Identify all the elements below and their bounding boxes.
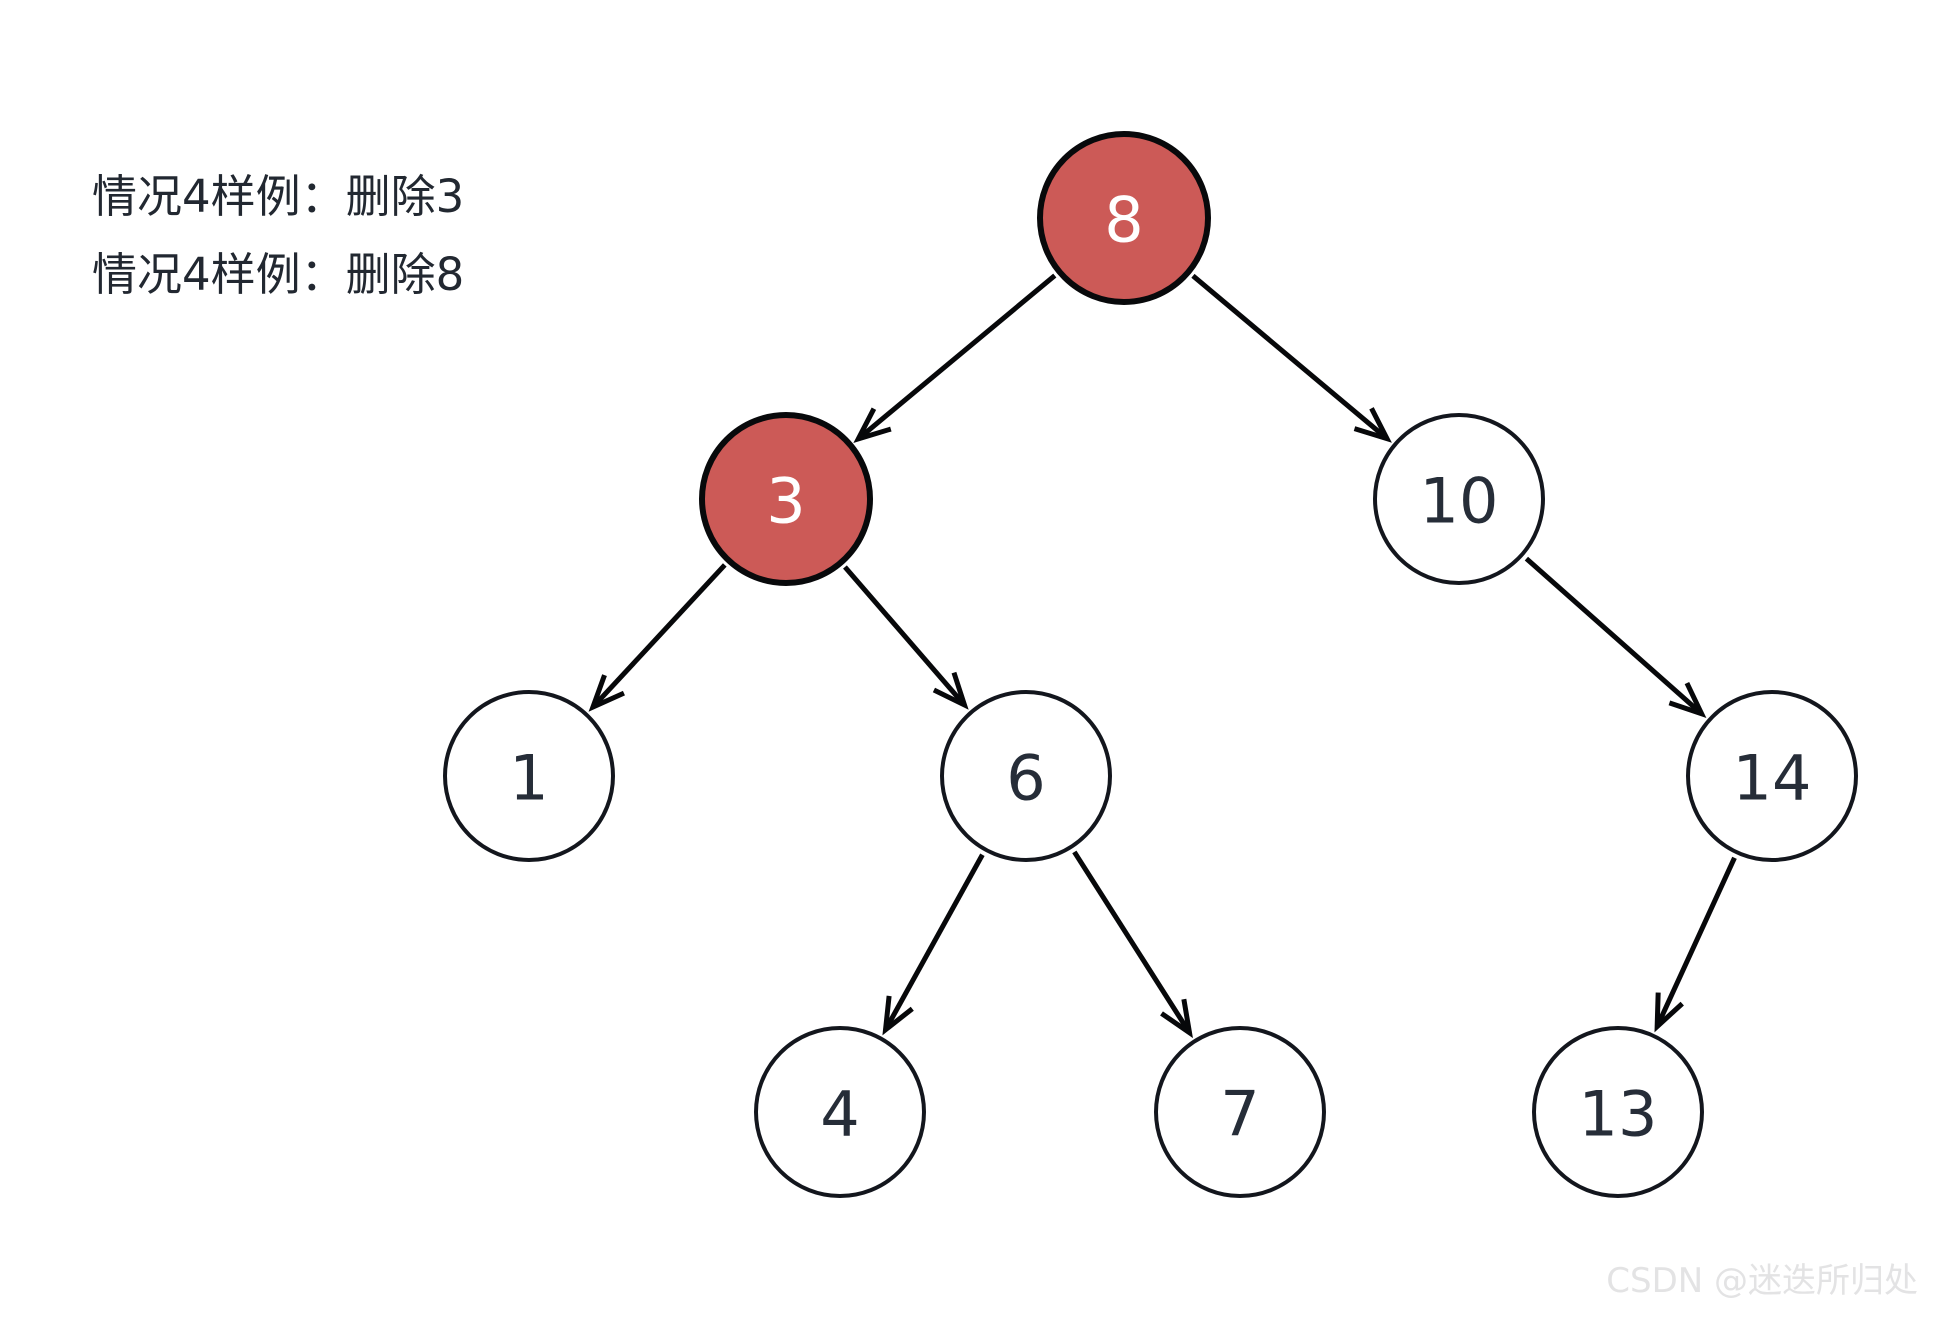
tree-node-13[interactable]: 13 <box>1532 1026 1704 1198</box>
node-label: 8 <box>1104 184 1143 257</box>
csdn-watermark: CSDN @迷迭所归处 <box>1606 1261 1918 1301</box>
arrowhead-icon <box>588 674 625 712</box>
tree-edge-10-to-14 <box>1524 556 1707 718</box>
tree-edge-6-to-7 <box>1072 850 1193 1039</box>
arrowhead-icon <box>853 407 892 444</box>
arrowhead-icon <box>1353 407 1392 443</box>
tree-node-7[interactable]: 7 <box>1154 1026 1326 1198</box>
node-circle <box>1686 690 1858 862</box>
tree-edge-6-to-4 <box>882 853 985 1036</box>
tree-node-6[interactable]: 6 <box>940 690 1112 862</box>
arrowhead-icon <box>882 995 914 1036</box>
node-label: 6 <box>1006 742 1045 815</box>
node-label: 1 <box>509 742 548 815</box>
tree-node-14[interactable]: 14 <box>1686 690 1858 862</box>
arrowhead-icon <box>932 671 969 710</box>
tree-node-3[interactable]: 3 <box>699 412 873 586</box>
node-circle <box>1154 1026 1326 1198</box>
node-label: 10 <box>1420 465 1499 538</box>
node-circle <box>1373 413 1545 585</box>
tree-edge-3-to-6 <box>843 565 969 710</box>
arrowhead-icon <box>1668 681 1707 718</box>
node-label: 14 <box>1733 742 1812 815</box>
edge-layer <box>588 273 1737 1039</box>
tree-edge-14-to-13 <box>1654 856 1737 1033</box>
node-label: 4 <box>820 1078 859 1151</box>
caption-block: 情况4样例：删除3 情况4样例：删除8 <box>92 158 464 314</box>
node-circle <box>1532 1026 1704 1198</box>
node-circle <box>1037 131 1211 305</box>
arrowhead-icon <box>1654 992 1684 1033</box>
node-circle <box>754 1026 926 1198</box>
tree-node-1[interactable]: 1 <box>443 690 615 862</box>
arrowhead-icon <box>1160 998 1193 1039</box>
node-layer: 8 3 10 1 6 14 4 7 13 <box>443 131 1858 1198</box>
node-circle <box>443 690 615 862</box>
tree-node-4[interactable]: 4 <box>754 1026 926 1198</box>
node-label: 7 <box>1220 1078 1259 1151</box>
node-circle <box>699 412 873 586</box>
node-label: 3 <box>766 465 805 538</box>
tree-edge-8-to-3 <box>853 273 1057 444</box>
caption-line-1: 情况4样例：删除3 <box>92 170 465 223</box>
tree-edge-3-to-1 <box>588 563 727 712</box>
tree-node-8[interactable]: 8 <box>1037 131 1211 305</box>
tree-node-10[interactable]: 10 <box>1373 413 1545 585</box>
caption-line-2: 情况4样例：删除8 <box>92 248 465 301</box>
tree-edge-8-to-10 <box>1191 273 1392 443</box>
node-label: 13 <box>1579 1078 1658 1151</box>
node-circle <box>940 690 1112 862</box>
